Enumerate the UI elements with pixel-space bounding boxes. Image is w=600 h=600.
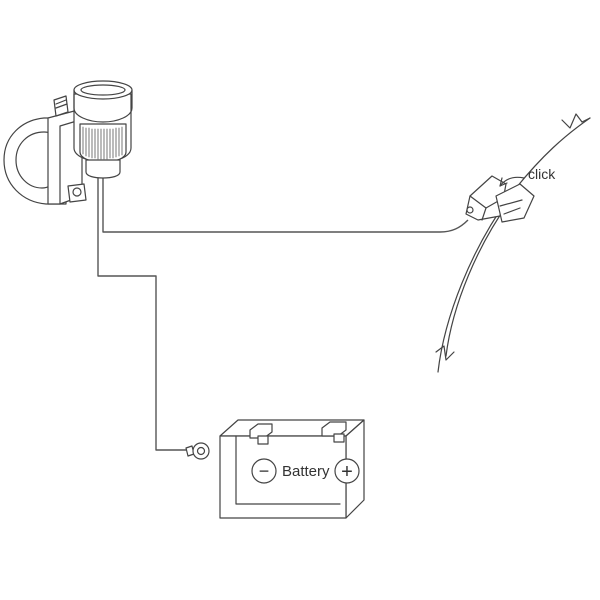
click-arrow-icon	[499, 176, 525, 187]
inline-connector-icon	[465, 175, 535, 223]
vehicle-panel-outline	[435, 113, 591, 373]
wire-to-connector	[102, 175, 469, 233]
handlebar-clamp-icon	[3, 95, 87, 205]
ring-terminal-icon	[185, 442, 210, 460]
battery-positive-terminal	[334, 458, 360, 484]
click-label: click	[528, 166, 556, 182]
battery-negative-symbol: −	[259, 461, 270, 481]
battery-negative-terminal	[251, 458, 277, 484]
battery-label: Battery	[282, 463, 330, 480]
wire-to-battery	[97, 175, 186, 451]
socket-ribs	[82, 126, 123, 160]
battery-positive-symbol: +	[341, 461, 353, 483]
battery-icon	[219, 419, 365, 519]
accessory-socket-icon	[73, 80, 133, 179]
